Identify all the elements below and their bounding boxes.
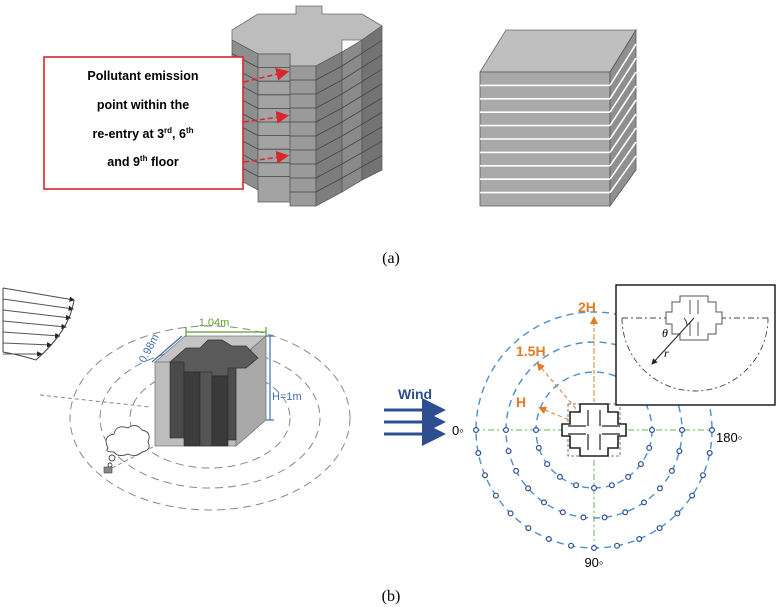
- callout-line-4-b: floor: [147, 155, 178, 169]
- measurement-point: [540, 499, 547, 506]
- measurement-point: [492, 492, 499, 499]
- callout-sup-th-2: th: [140, 154, 148, 163]
- measurement-point: [590, 485, 597, 492]
- velocity-profile: [2, 287, 75, 361]
- measurement-points: [473, 427, 715, 551]
- panel-a: Pollutant emission point within the re-e…: [43, 5, 637, 267]
- source-line: [39, 394, 151, 408]
- measurement-point: [656, 485, 663, 492]
- callout-line-4-a: and 9: [107, 155, 140, 169]
- measurement-point: [656, 525, 663, 532]
- measurement-point: [535, 444, 542, 451]
- measurement-point: [699, 472, 706, 479]
- measurement-point: [646, 444, 653, 451]
- emission-source: [103, 466, 113, 474]
- depth-dimension-line: [151, 335, 183, 363]
- measurement-point: [473, 427, 480, 434]
- callout-sup-th-1: th: [186, 126, 194, 135]
- measurement-point: [676, 448, 683, 455]
- callout-line-1: Pollutant emission: [87, 69, 198, 83]
- callout-box: [43, 56, 244, 190]
- callout-sup-rd: rd: [164, 126, 172, 135]
- callout-line-3: re-entry at 3rd, 6th: [92, 126, 193, 141]
- measurement-point: [590, 544, 597, 551]
- callout-line-2: point within the: [97, 98, 189, 112]
- measurement-point: [668, 467, 675, 474]
- measurement-point: [503, 427, 510, 434]
- angle-label-90: 90◦: [584, 555, 603, 570]
- measurement-point: [475, 450, 482, 457]
- measurement-point: [689, 492, 696, 499]
- measurement-point: [505, 448, 512, 455]
- inset-diagram: θ r: [615, 284, 776, 406]
- width-label: 1.04m: [199, 317, 230, 329]
- pollutant-cloud: [105, 425, 150, 468]
- caption-b: (b): [382, 588, 401, 605]
- measurement-point: [532, 427, 539, 434]
- measurement-point: [613, 542, 620, 549]
- callout-line-4: and 9th floor: [107, 154, 179, 169]
- callout-line-3-b: , 6: [172, 127, 186, 141]
- measurement-point: [708, 427, 715, 434]
- measurement-point: [637, 461, 644, 468]
- height-label: H=1m: [272, 391, 302, 403]
- measurement-point: [608, 482, 615, 489]
- ring-label-2h: 2H: [578, 299, 596, 315]
- measurement-point: [545, 535, 552, 542]
- measurement-point: [525, 485, 532, 492]
- ground-rings: [69, 325, 351, 511]
- cross-building-model: [231, 5, 383, 207]
- measurement-point: [544, 461, 551, 468]
- emission-arrow-3rd: [243, 151, 290, 164]
- angle-label-180: 180◦: [716, 430, 742, 445]
- measurement-point: [622, 509, 629, 516]
- inset-theta-label: θ: [662, 326, 668, 340]
- ring-label-1-5h: 1.5H: [516, 343, 546, 359]
- panel-b-right: Wind 2H 1.5H H: [384, 284, 776, 570]
- measurement-point: [513, 467, 520, 474]
- measurement-point: [507, 510, 514, 517]
- square-building-model: [479, 28, 637, 208]
- measurement-point: [625, 473, 632, 480]
- measurement-point: [525, 525, 532, 532]
- measurement-point: [636, 535, 643, 542]
- emission-arrow-6th: [243, 111, 290, 124]
- angle-label-0: 0◦: [452, 423, 464, 438]
- callout-line-3-a: re-entry at 3: [92, 127, 164, 141]
- measurement-point: [640, 499, 647, 506]
- measurement-point: [559, 509, 566, 516]
- inset-r-label: r: [664, 346, 669, 360]
- emission-arrow-9th: [243, 67, 290, 83]
- measurement-point: [482, 472, 489, 479]
- measurement-point: [556, 473, 563, 480]
- cross-footprint: [561, 403, 627, 457]
- measurement-point: [678, 427, 685, 434]
- caption-a: (a): [382, 250, 400, 267]
- measurement-point: [567, 542, 574, 549]
- wind-label: Wind: [398, 386, 432, 402]
- measurement-point: [573, 482, 580, 489]
- measurement-point: [648, 427, 655, 434]
- measurement-point: [674, 510, 681, 517]
- measurement-point: [580, 514, 587, 521]
- measurement-point: [706, 450, 713, 457]
- box-model: [153, 335, 268, 447]
- ring-label-h: H: [516, 394, 526, 410]
- panel-b-left: 1.04m 0.98m H=1m: [2, 287, 351, 511]
- measurement-point: [601, 514, 608, 521]
